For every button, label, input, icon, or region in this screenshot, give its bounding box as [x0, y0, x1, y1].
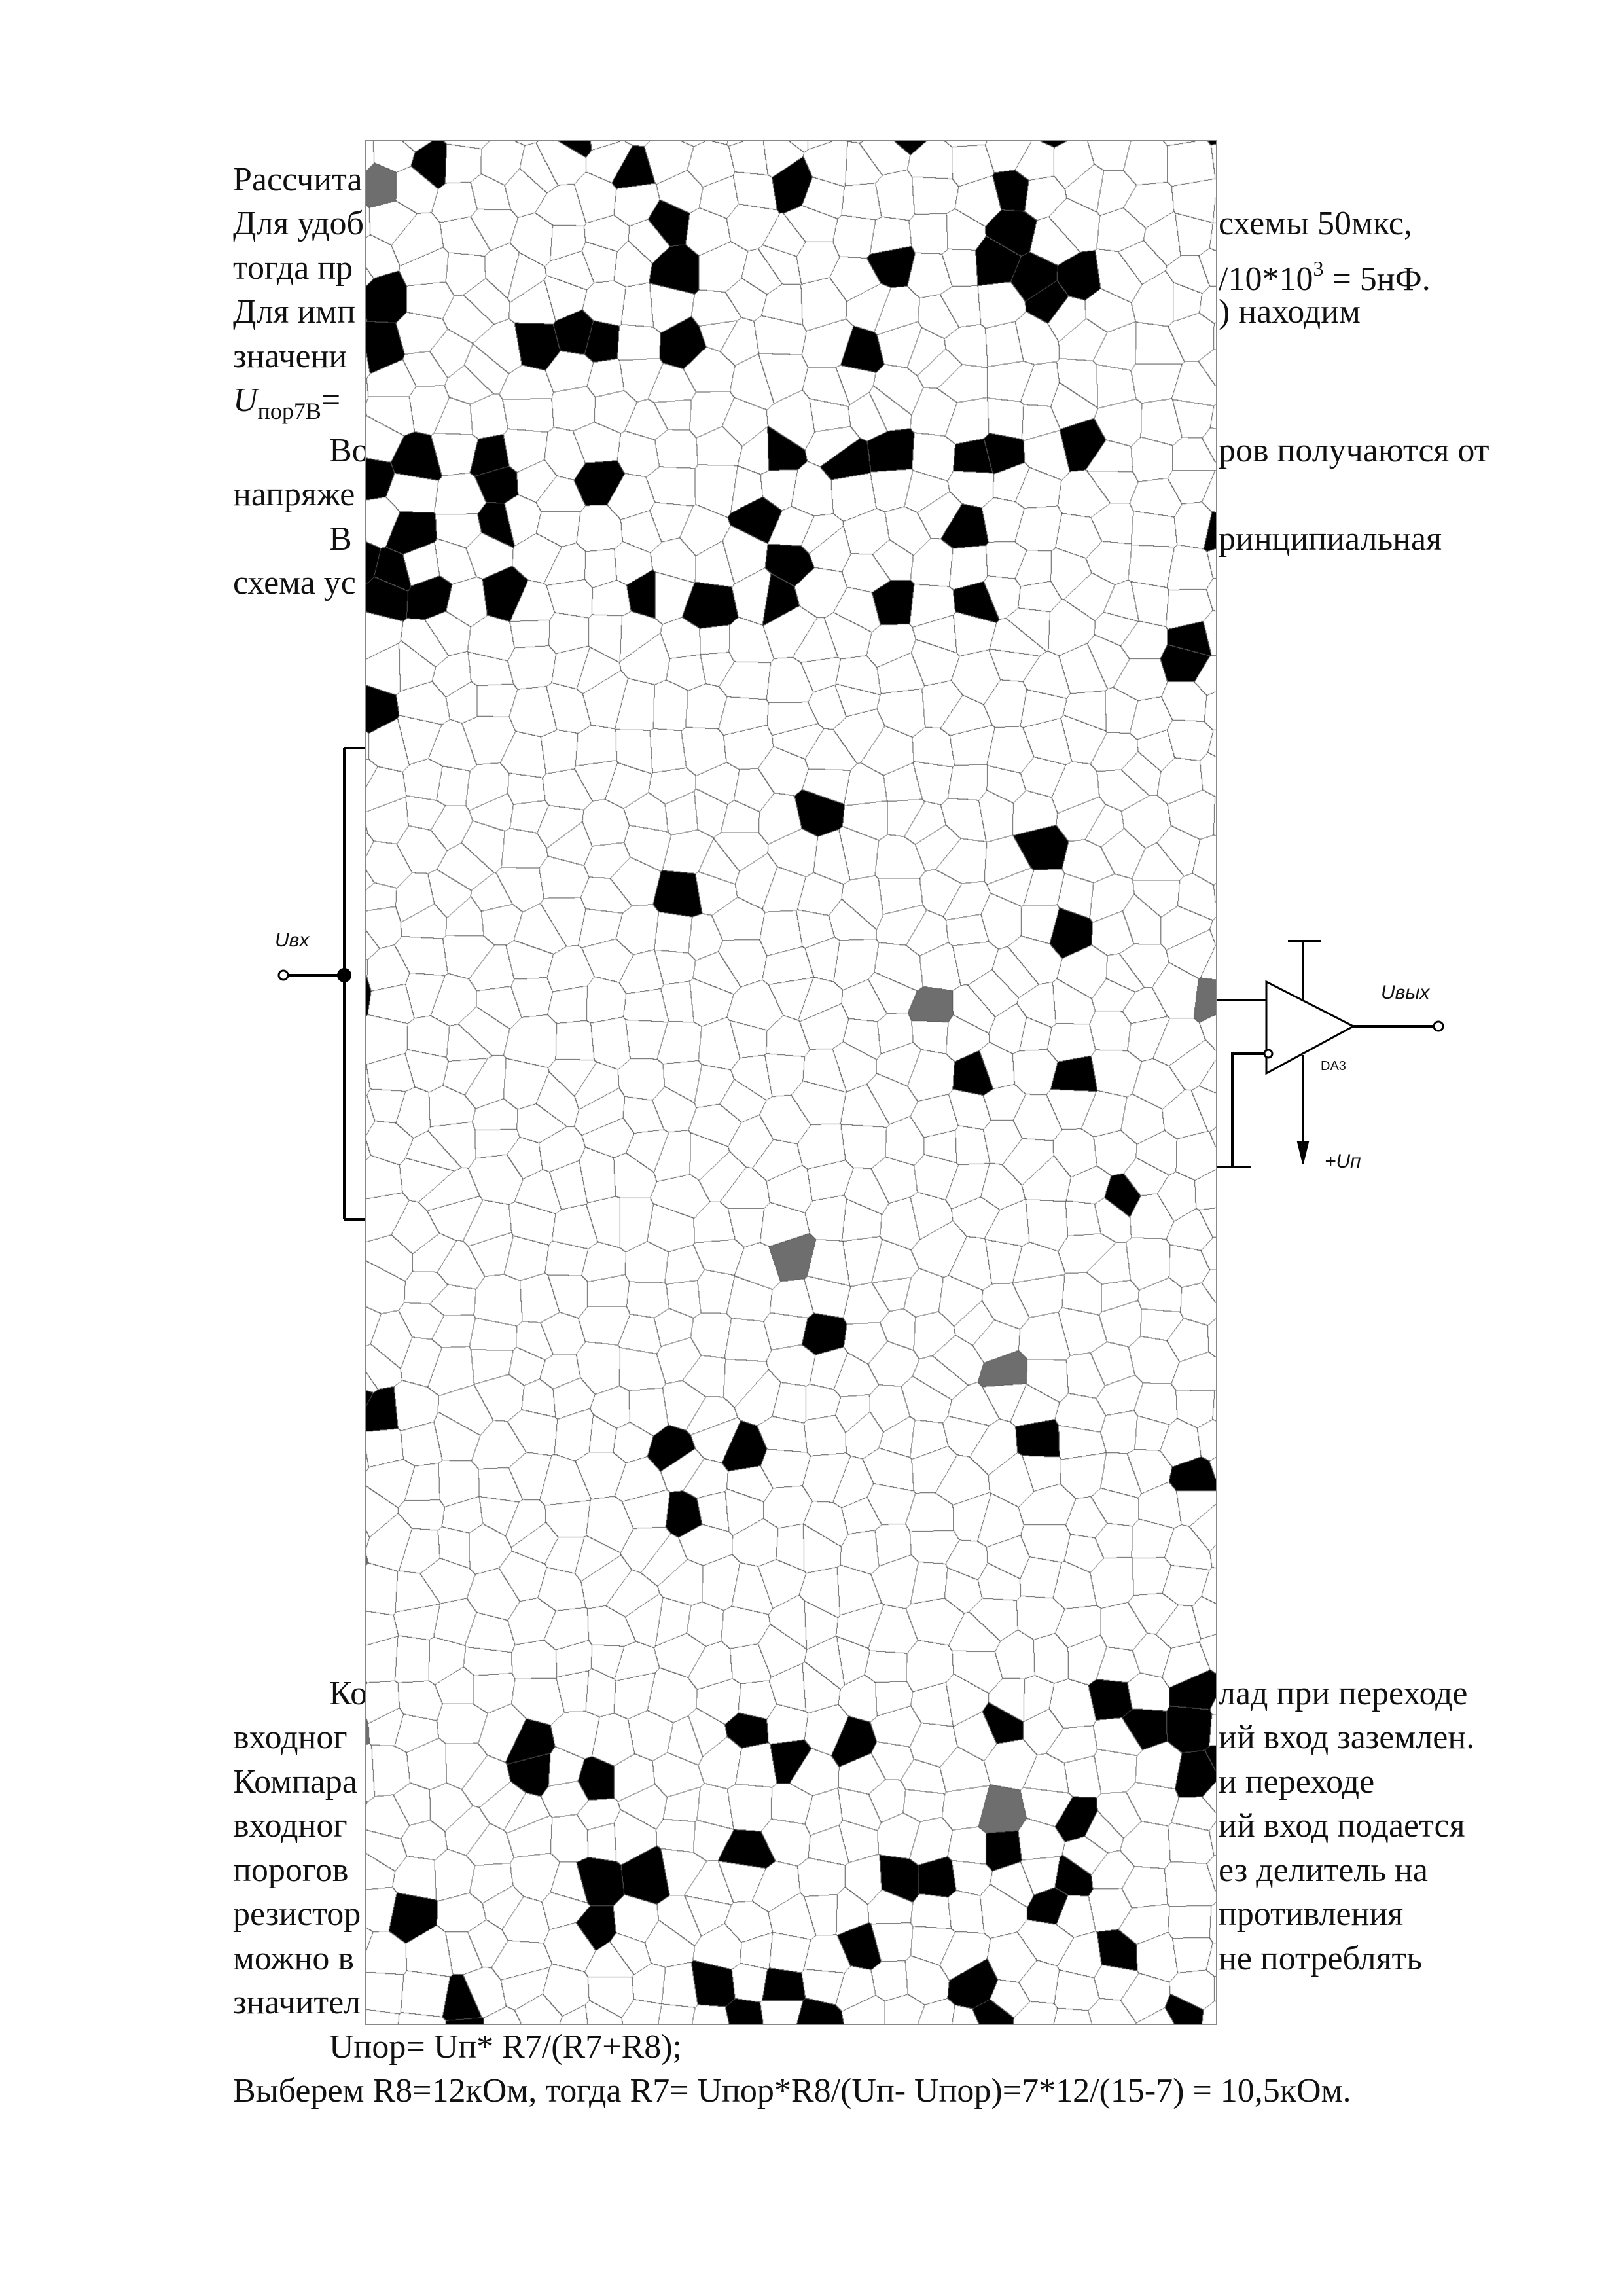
text-line: Для удоб — [233, 205, 364, 242]
text-line: противления — [1219, 1895, 1404, 1933]
text-line: Во — [329, 432, 369, 469]
opamp-triangle — [1265, 980, 1356, 1075]
text-line: и переходе — [1219, 1763, 1375, 1801]
formula-line: Uпор= Uп* R7/(R7+R8); — [329, 2028, 682, 2066]
text-line: Рассчита — [233, 161, 363, 198]
text-line: лад при переходе — [1219, 1675, 1468, 1712]
arrow-down-icon — [1296, 1141, 1310, 1164]
symbol-u: U — [233, 382, 258, 419]
wire — [1231, 1052, 1264, 1167]
text-line: ) находим — [1219, 293, 1361, 331]
text-line: Компара — [233, 1763, 357, 1801]
text-line: ий вход заземлен. — [1219, 1719, 1475, 1756]
text-line: напряже — [233, 476, 355, 513]
text-line: можно в — [233, 1940, 354, 1977]
junction-dot — [337, 968, 351, 982]
text-line: ринципиальная — [1219, 520, 1442, 558]
supply-voltage-label: +Uп — [1325, 1151, 1361, 1172]
text-line: ез делитель на — [1219, 1852, 1428, 1889]
text-line: В — [329, 520, 352, 558]
mosaic-overlay — [365, 140, 1217, 2025]
input-terminal — [277, 969, 289, 981]
output-terminal — [1433, 1020, 1444, 1032]
output-voltage-label: Uвых — [1381, 982, 1430, 1003]
text-line: Для имп — [233, 293, 355, 331]
text-line: /10*103 = 5нФ. — [1219, 249, 1431, 299]
text-line: Ко — [329, 1675, 368, 1712]
text-line: ий вход подается — [1219, 1807, 1465, 1844]
text-fragment: = — [321, 382, 341, 419]
result-line: Выберем R8=12кОм, тогда R7= Uпор*R8/(Uп-… — [233, 2072, 1351, 2109]
text-line: порогов — [233, 1852, 349, 1889]
text-line: схема ус — [233, 564, 356, 601]
text-line: значител — [233, 1984, 361, 2021]
inverting-input-circle — [1263, 1049, 1274, 1059]
text-line: входног — [233, 1719, 348, 1756]
text-line: значени — [233, 338, 348, 375]
input-voltage-label: Uвх — [275, 929, 310, 951]
text-fragment: /10*10 — [1219, 260, 1313, 298]
formula-line: Uпор7В= — [233, 381, 340, 431]
text-line: ров получаются от — [1219, 432, 1489, 469]
text-fragment: = 5нФ. — [1323, 260, 1431, 298]
text-line: входног — [233, 1807, 348, 1844]
text-line: схемы 50мкс, — [1219, 205, 1412, 242]
text-line: резистор — [233, 1895, 361, 1933]
exponent: 3 — [1313, 257, 1324, 280]
text-line: не потреблять — [1219, 1940, 1422, 1977]
text-line: тогда пр — [233, 249, 353, 287]
opamp-label: DA3 — [1321, 1059, 1346, 1073]
subscript: пор7В — [257, 398, 321, 424]
